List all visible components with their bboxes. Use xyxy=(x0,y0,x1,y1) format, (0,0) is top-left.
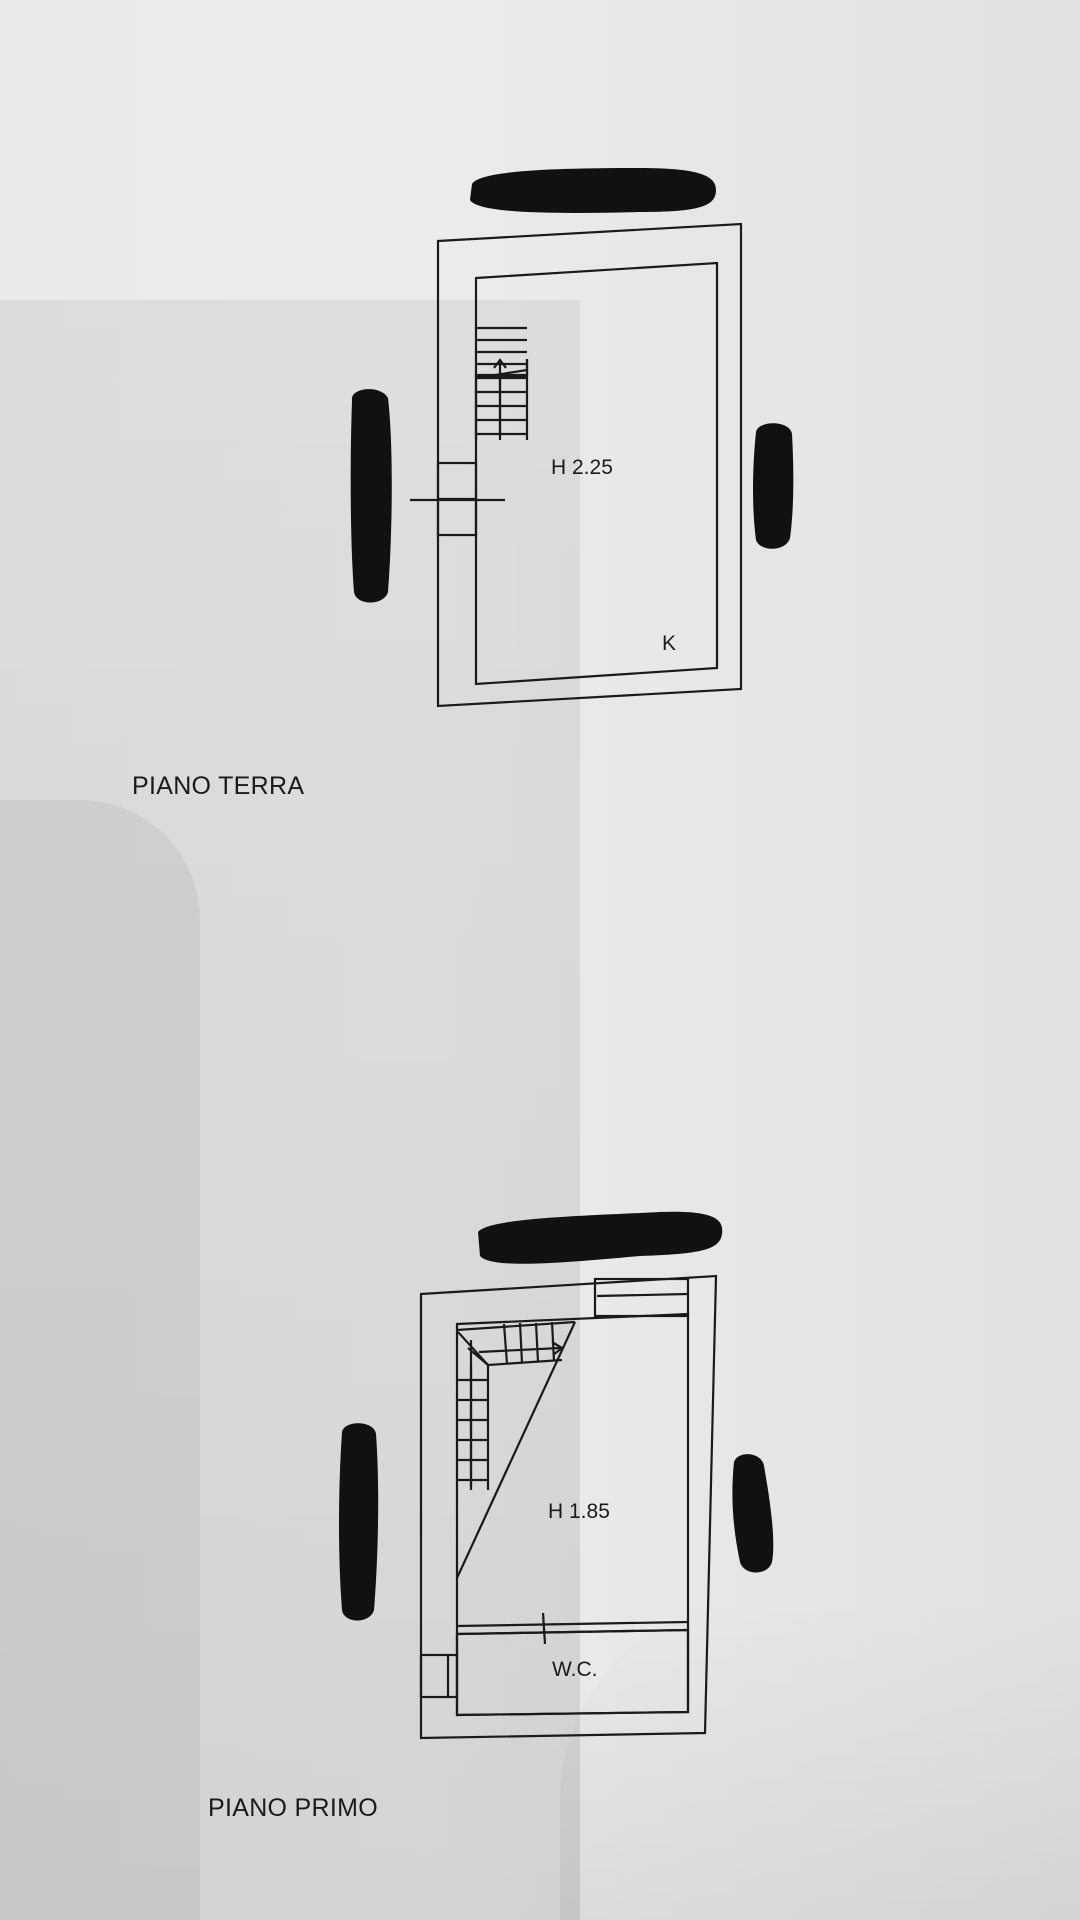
ground-staircase xyxy=(474,326,529,440)
first-wc-label: W.C. xyxy=(552,1658,598,1681)
first-staircase xyxy=(456,1320,576,1579)
redaction-left-ground xyxy=(350,389,392,603)
redaction-left-first xyxy=(339,1423,379,1621)
ground-floor-plan xyxy=(410,222,743,708)
ground-outer-wall xyxy=(436,222,743,708)
ground-height-label: H 2.25 xyxy=(551,456,613,479)
redaction-marks xyxy=(339,168,794,1621)
first-wc-door xyxy=(541,1612,547,1645)
ground-floor-title: PIANO TERRA xyxy=(132,772,305,800)
first-floor-plan xyxy=(419,1274,718,1740)
first-top-niche xyxy=(593,1277,690,1318)
first-shaft xyxy=(419,1653,459,1699)
first-outer-wall xyxy=(419,1274,718,1740)
first-wc-partition xyxy=(456,1620,689,1628)
redaction-right-first xyxy=(732,1454,774,1573)
redaction-right-ground xyxy=(753,423,794,549)
redaction-top-first xyxy=(478,1211,723,1264)
first-height-label: H 1.85 xyxy=(548,1500,610,1523)
ground-inner-wall xyxy=(474,261,719,686)
redaction-top-ground xyxy=(470,168,716,213)
first-floor-title: PIANO PRIMO xyxy=(208,1794,378,1822)
ground-kitchen-label: K xyxy=(662,632,677,655)
